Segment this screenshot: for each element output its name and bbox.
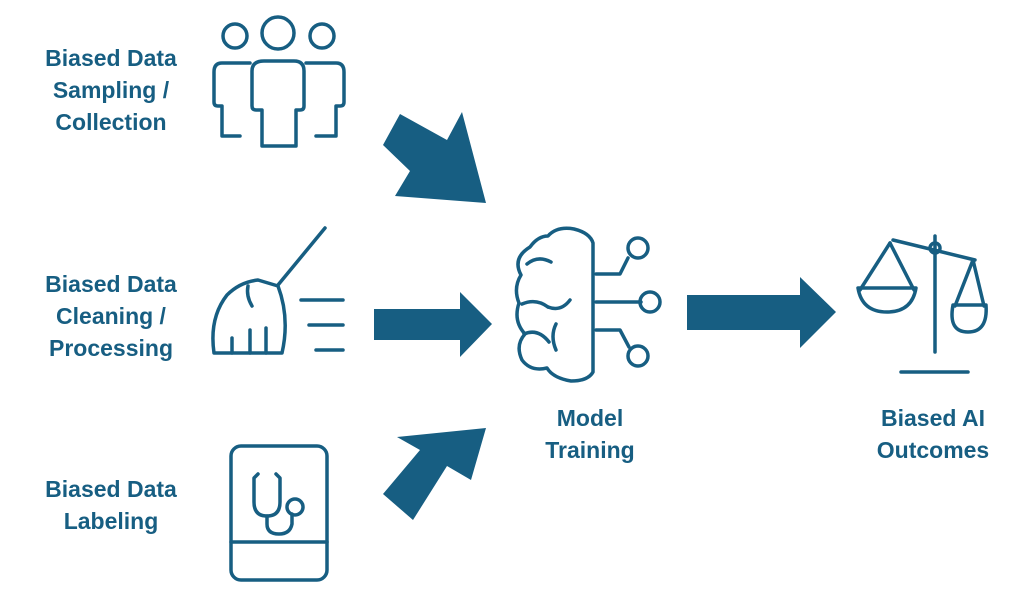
source-label-labeling: Biased Data Labeling	[45, 476, 177, 534]
source-label-processing: Biased Data Cleaning / Processing	[45, 271, 177, 361]
arrow-processing-to-training	[374, 292, 492, 357]
broom-icon	[211, 226, 345, 355]
medical-tablet-icon	[229, 444, 329, 582]
brain-circuit-icon	[514, 226, 662, 383]
arrow-collection-to-training	[383, 112, 486, 203]
source-label-collection: Biased Data Sampling / Collection	[45, 45, 177, 135]
people-group-icon	[212, 15, 346, 148]
training-label: Model Training	[545, 405, 635, 463]
arrow-training-to-outcome	[687, 277, 836, 348]
outcome-label: Biased AI Outcomes	[876, 405, 990, 463]
arrow-labeling-to-training	[383, 428, 486, 520]
scales-icon	[856, 234, 988, 374]
